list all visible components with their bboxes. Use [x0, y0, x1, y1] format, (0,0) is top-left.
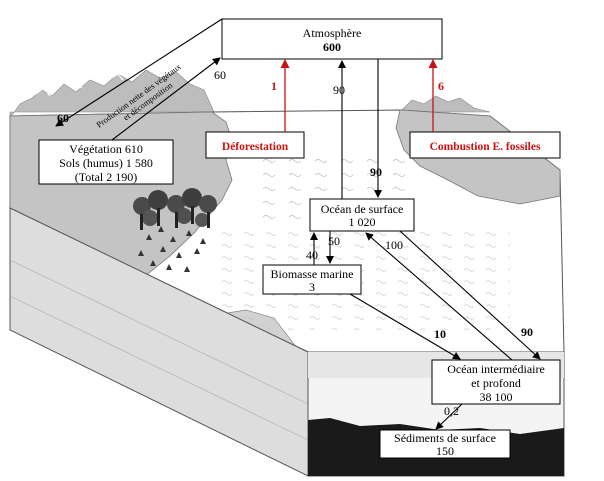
mountains: [9, 68, 491, 119]
deep-ocean-box: [431, 359, 561, 405]
combustion-label: Combustion E. fossiles: [430, 141, 541, 153]
flux-atm-to-veg: 60: [57, 111, 69, 125]
arrow-deep-to-surface: [365, 232, 513, 361]
marine-biomass-box: [262, 264, 362, 295]
flux-deep-to-sediments: 0,2: [444, 404, 459, 418]
surface-ocean-label: Océan de surface: [321, 202, 404, 216]
flux-combustion: 6: [438, 79, 444, 93]
combustion-box: [409, 131, 561, 159]
vegetation-line1: Végétation 610: [69, 142, 143, 156]
arrow-deep-to-sediments: [435, 403, 463, 430]
arrow-veg-to-atm: [111, 57, 221, 141]
atmosphere-value: 600: [323, 40, 341, 54]
deforestation-box: [205, 131, 305, 159]
flux-biomass-to-surface: 40: [306, 248, 318, 262]
sediments-label: Sédiments de surface: [394, 431, 496, 445]
arrow-atm-to-veg: [55, 18, 223, 127]
surface-ocean-value: 1 020: [349, 215, 376, 229]
flux-biomass-to-deep: 10: [434, 327, 446, 341]
deep-ocean-line1: Océan intermédiaire: [447, 362, 545, 376]
flux-surface-to-biomass: 50: [328, 234, 340, 248]
vegetation-line3: (Total 2 190): [75, 170, 137, 184]
surface-ocean-box: [309, 198, 415, 232]
arrow-biomass-to-deep: [349, 293, 461, 360]
atmosphere-box: [221, 18, 443, 60]
vegetation-box: [38, 139, 174, 185]
arrow-surface-to-deep: [399, 230, 541, 360]
flux-surface-to-deep: 90: [521, 325, 533, 339]
atmosphere-label: Atmosphère: [303, 26, 362, 40]
flux-deforestation: 1: [271, 79, 277, 93]
flux-atm-to-ocean: 90: [370, 165, 382, 179]
deep-ocean-value: 38 100: [480, 390, 513, 404]
deforestation-label: Déforestation: [222, 141, 289, 153]
forest: [133, 188, 217, 272]
flux-ocean-to-atm: 90: [333, 83, 345, 97]
flux-deep-to-surface: 100: [385, 238, 403, 252]
sediments-value: 150: [436, 444, 454, 458]
sediments-box: [379, 429, 511, 459]
deep-ocean-line2: et profond: [471, 376, 521, 390]
marine-biomass-label: Biomasse marine: [271, 267, 354, 281]
flux-veg-to-atm: 60: [214, 68, 226, 82]
vegetation-line2: Sols (humus) 1 580: [59, 156, 153, 170]
marine-biomass-value: 3: [309, 280, 315, 294]
